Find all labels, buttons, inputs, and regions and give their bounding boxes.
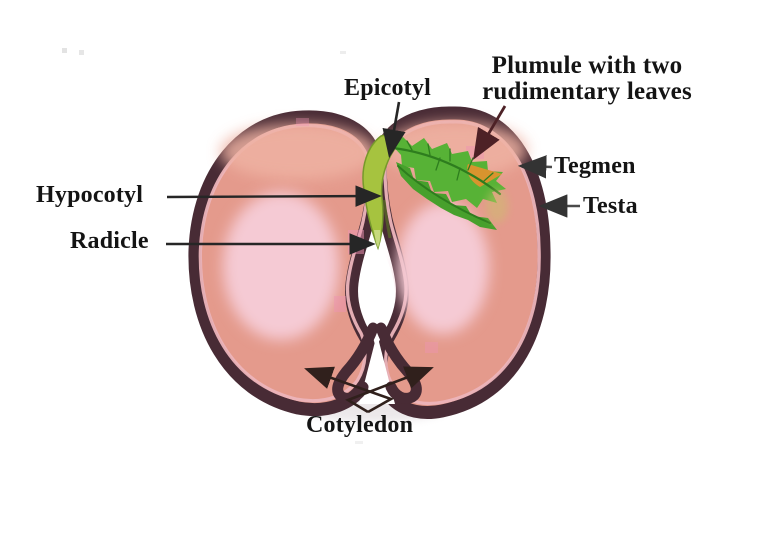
label-testa: Testa bbox=[583, 193, 638, 219]
background-artifacts bbox=[62, 48, 363, 444]
tegmen-arrow bbox=[517, 155, 553, 179]
label-radicle: Radicle bbox=[70, 228, 149, 254]
plumule-orange-leaflet bbox=[467, 164, 502, 187]
right-tegmen-line bbox=[383, 120, 541, 405]
label-hypocotyl: Hypocotyl bbox=[36, 182, 144, 208]
label-plumule-line1: Plumule with two bbox=[491, 52, 683, 79]
callout-arrows bbox=[166, 101, 580, 414]
plumule-upper-frond bbox=[390, 137, 506, 208]
cotyledon-arrow-left bbox=[304, 366, 395, 414]
label-plumule-line2: rudimentary leaves bbox=[482, 78, 692, 105]
plumule-arrow bbox=[473, 105, 507, 160]
label-epicotyl: Epicotyl bbox=[344, 75, 431, 101]
cotyledon-arrow-right bbox=[345, 366, 434, 414]
hypocotyl-arrow bbox=[166, 185, 382, 207]
stem-shadow bbox=[382, 199, 392, 239]
leaf-under-shade bbox=[486, 189, 508, 223]
label-tegmen: Tegmen bbox=[554, 153, 636, 179]
label-cotyledon: Cotyledon bbox=[306, 412, 414, 438]
label-plumule: Plumule with two rudimentary leaves bbox=[452, 53, 722, 105]
plumule-lower-frond bbox=[396, 162, 497, 230]
epicotyl-arrow bbox=[382, 101, 406, 159]
